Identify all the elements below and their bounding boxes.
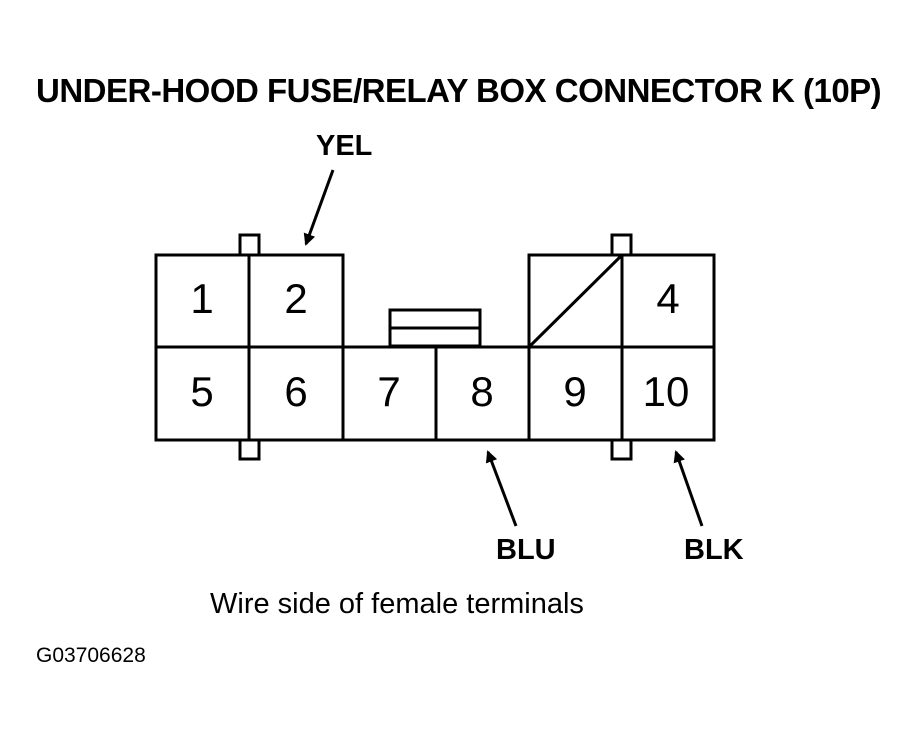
arrow-blk	[673, 450, 704, 527]
wire-label-blu: BLU	[496, 534, 556, 566]
bottom-left-lock-tab	[238, 438, 261, 461]
pin-8: 8	[470, 368, 493, 415]
pin-4: 4	[656, 275, 679, 322]
pin-10: 10	[643, 368, 690, 415]
pin-6: 6	[284, 368, 307, 415]
bottom-right-lock-tab	[610, 438, 633, 461]
pin-1: 1	[190, 275, 213, 322]
top-left-lock-tab	[238, 233, 261, 257]
pin-2: 2	[284, 275, 307, 322]
pin-5: 5	[190, 368, 213, 415]
diagram-caption: Wire side of female terminals	[210, 588, 584, 620]
wire-label-yel: YEL	[316, 130, 373, 162]
unused-cavity-slash	[527, 253, 624, 349]
figure-id: G03706628	[36, 644, 146, 667]
wire-label-blk: BLK	[684, 534, 744, 566]
pin-9: 9	[563, 368, 586, 415]
diagram-title: UNDER-HOOD FUSE/RELAY BOX CONNECTOR K (1…	[36, 72, 882, 109]
arrow-yel	[303, 169, 335, 246]
arrow-blu	[485, 450, 518, 527]
pin-7: 7	[377, 368, 400, 415]
top-right-lock-tab	[610, 233, 633, 257]
